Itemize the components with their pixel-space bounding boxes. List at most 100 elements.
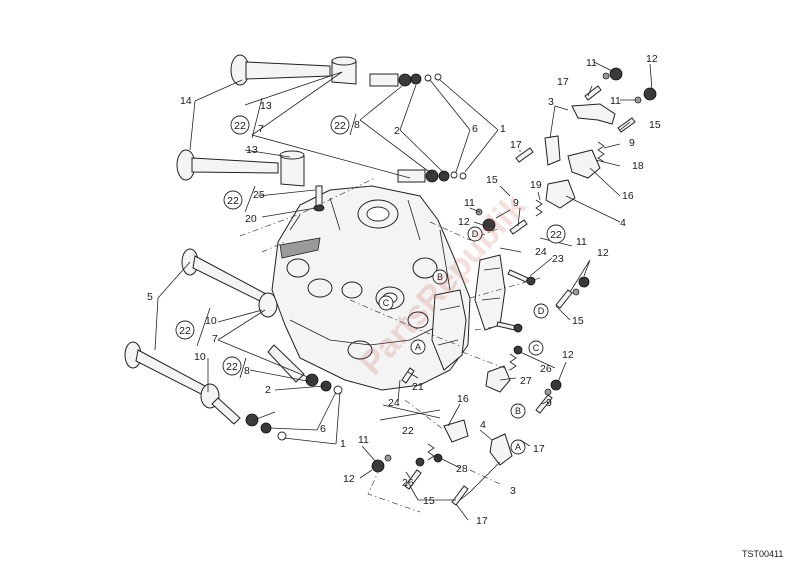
pin-middle-b[interactable] (509, 219, 528, 235)
svg-text:22: 22 (550, 229, 562, 241)
cap-right-d[interactable] (572, 276, 590, 296)
svg-text:B: B (437, 272, 443, 282)
drawing-code: TST00411 (742, 549, 783, 559)
torque-symbol-5: 22 (222, 356, 247, 379)
rocker-support-lower[interactable] (431, 289, 467, 371)
svg-text:B: B (515, 406, 521, 416)
callout-12-right-low: 12 (562, 349, 574, 361)
callout-15-low: 15 (423, 495, 435, 507)
callout-18: 18 (632, 160, 644, 172)
pin-lower-a[interactable] (404, 457, 425, 490)
callout-12-top: 12 (646, 53, 658, 65)
svg-text:C: C (383, 298, 390, 308)
svg-text:C: C (533, 343, 540, 353)
leader-lines (154, 61, 653, 521)
rocker-fork-middle[interactable] (545, 179, 576, 209)
callout-17-right-low: 17 (533, 443, 545, 455)
torque-symbol-6: 22 (546, 224, 566, 244)
callout-12-low: 12 (343, 473, 355, 485)
callout-1-upper: 1 (500, 123, 506, 135)
ref-letter-a-1: A (410, 339, 426, 355)
callout-8-upper: 8 (354, 119, 360, 131)
callout-26-low: 26 (402, 477, 414, 489)
rocker-fork-lower[interactable] (489, 433, 513, 466)
callout-19: 19 (530, 179, 542, 191)
callout-11-low: 11 (358, 434, 369, 446)
torque-symbol-2: 22 (223, 185, 256, 213)
callout-26-right: 26 (540, 363, 552, 375)
spring-lower[interactable] (427, 443, 443, 463)
cap-upper-a[interactable] (602, 67, 657, 104)
intake-valve-upper[interactable] (230, 54, 331, 86)
callout-13-upper: 13 (260, 100, 272, 112)
callout-3-top: 3 (548, 96, 554, 108)
ref-letter-b-1: B (432, 269, 448, 285)
torque-symbol-1: 22 (230, 97, 263, 139)
cap-lower-left[interactable] (371, 454, 392, 473)
svg-text:22: 22 (334, 120, 346, 132)
callout-27: 27 (520, 375, 532, 387)
exhaust-valve-upper[interactable] (181, 248, 269, 304)
spring-upper[interactable] (597, 141, 605, 163)
ref-letter-d-1: D (467, 226, 483, 242)
callout-3-low: 3 (510, 485, 516, 497)
callout-13-lower: 13 (246, 144, 258, 156)
callout-10-lower: 10 (194, 351, 206, 363)
spring-middle[interactable] (535, 199, 543, 217)
svg-text:22: 22 (179, 325, 191, 337)
rocker-support-upper[interactable] (474, 254, 506, 331)
callout-21: 21 (412, 381, 424, 393)
valve-spring-set-middle[interactable] (397, 169, 467, 183)
callout-16-low: 16 (457, 393, 469, 405)
callout-9-right-low: 9 (546, 397, 552, 409)
valve-spring-set-lower[interactable] (211, 344, 343, 441)
callout-12-mid: 12 (458, 216, 470, 228)
svg-text:D: D (538, 306, 545, 316)
exhaust-valve-lower[interactable] (124, 341, 206, 395)
svg-text:D: D (472, 229, 479, 239)
torque-symbol-3: 22 (330, 113, 357, 136)
ref-letter-b-2: B (510, 403, 526, 419)
callout-8-lower: 8 (244, 365, 250, 377)
callout-17-top: 17 (557, 76, 569, 88)
valve-guide-lower[interactable] (279, 150, 305, 187)
callout-17-low: 17 (476, 515, 488, 527)
rocker-arm-upper[interactable] (571, 103, 616, 125)
spring-c[interactable] (509, 345, 523, 371)
svg-text:22: 22 (226, 361, 238, 373)
callout-23: 23 (552, 253, 564, 265)
ref-letter-c-1: C (378, 295, 394, 311)
callout-11-right-mid: 11 (576, 236, 587, 248)
ref-letter-c-2: C (528, 340, 544, 356)
valve-guide-upper[interactable] (331, 56, 357, 85)
callout-7-lower: 7 (212, 333, 218, 345)
callout-6-lower: 6 (320, 423, 326, 435)
rocker-fork-upper[interactable] (567, 149, 601, 179)
screw-d-middle[interactable] (507, 269, 536, 286)
pin-middle-a[interactable] (515, 147, 534, 163)
stud-25[interactable] (313, 185, 325, 212)
screw-c[interactable] (496, 321, 523, 333)
svg-text:22: 22 (234, 120, 246, 132)
rocker-arm-lower[interactable] (443, 419, 469, 443)
svg-text:22: 22 (227, 195, 239, 207)
pin-b-lower[interactable] (535, 379, 562, 414)
pin-right-d[interactable] (555, 289, 573, 309)
torque-symbol-4: 22 (175, 307, 211, 347)
callout-6-upper: 6 (472, 123, 478, 135)
svg-text:A: A (515, 442, 521, 452)
rocker-arm-upper-left[interactable] (544, 135, 561, 166)
ref-letter-a-2: A (510, 439, 526, 455)
intake-valve-lower[interactable] (176, 149, 279, 181)
callout-20: 20 (245, 213, 257, 225)
callout-2-lower: 2 (265, 384, 271, 396)
callout-9-mid: 9 (513, 197, 519, 209)
callout-17-mid: 17 (510, 139, 522, 151)
valve-spring-set-upper[interactable] (369, 73, 442, 87)
pin-26-lower[interactable] (401, 367, 415, 384)
pin-upper-a[interactable] (584, 85, 602, 101)
svg-text:A: A (415, 342, 421, 352)
callout-12-right-mid: 12 (597, 247, 609, 259)
callout-11-top: 11 (586, 57, 597, 69)
